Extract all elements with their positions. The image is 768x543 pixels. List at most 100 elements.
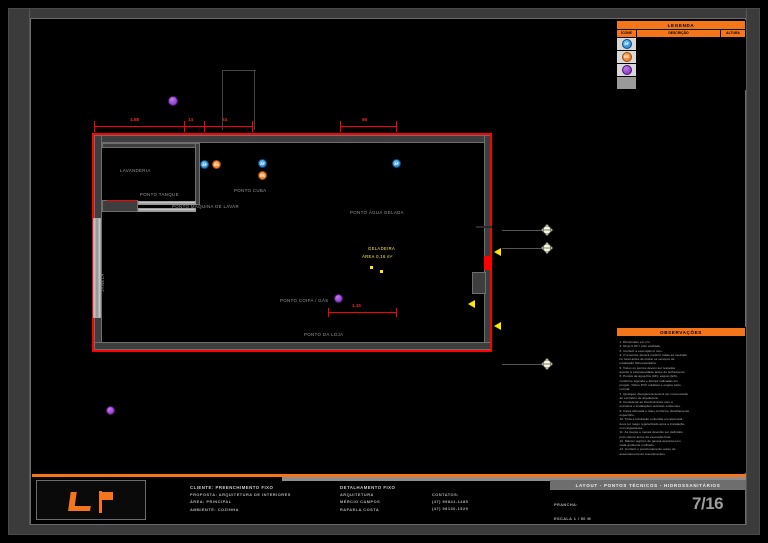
point-label: PONTO ÁGUA GELADA bbox=[350, 210, 404, 215]
laundry-fixture-1 bbox=[138, 201, 196, 205]
point-icon-label: ES bbox=[260, 173, 265, 178]
observation-line: quanto à estanqueidade antes do fechamen… bbox=[619, 370, 686, 375]
hydraulic-run-bottom bbox=[92, 350, 492, 352]
sheet-outer-border bbox=[8, 8, 760, 535]
dimension-tick bbox=[94, 121, 95, 132]
gas-point-icon[interactable] bbox=[334, 294, 343, 303]
floor-plan-canvas[interactable]: 1.58 14 64 65 bbox=[32, 20, 608, 470]
note-dot bbox=[370, 266, 373, 269]
dimension-line bbox=[94, 126, 184, 127]
dimension-line bbox=[204, 126, 252, 127]
detail-line: MÉRCIO CAMPOS bbox=[340, 499, 381, 505]
wall-bottom bbox=[94, 342, 492, 350]
legend-row[interactable] bbox=[616, 63, 746, 77]
plancha-label: PRANCHA: bbox=[554, 502, 578, 507]
legend-col-height: ALTURA bbox=[726, 31, 740, 36]
studio-logo-icon bbox=[68, 491, 113, 513]
observation-line: 6. Pontos de água fria (AF), esgoto (ES)… bbox=[619, 374, 678, 379]
dimension-value: 1.58 bbox=[130, 117, 139, 122]
wall-laundry-right bbox=[195, 143, 200, 205]
water-cold-icon: AF bbox=[621, 38, 632, 49]
observation-line: normal. bbox=[619, 387, 631, 392]
observation-line: 10. Toda a tubulação embutida em alvenar… bbox=[619, 417, 683, 422]
legend-icon-label: AF bbox=[624, 41, 629, 46]
logo-box bbox=[36, 480, 146, 520]
legend-icon-cell bbox=[617, 63, 637, 76]
projection-guide bbox=[254, 70, 255, 130]
legend-height-cell bbox=[721, 77, 745, 89]
observation-line: no local antes de iniciar os serviços de bbox=[619, 357, 675, 362]
client-line: ÁREA: PRINCIPAL bbox=[190, 499, 232, 505]
client-line: PROPOSTA: ARQUITETURA DE INTERIORES bbox=[190, 492, 291, 498]
detail-line: ARQUITETURA bbox=[340, 492, 374, 498]
legend-row[interactable]: AF bbox=[616, 37, 746, 51]
niche-shelf bbox=[476, 226, 492, 228]
observation-line: 8. Considerar as interferências com a bbox=[619, 400, 673, 405]
observation-line: cada ambiente molhado. bbox=[619, 443, 655, 448]
elevation-leader bbox=[502, 364, 546, 365]
sewage-icon[interactable]: ES bbox=[258, 171, 267, 180]
observations-body: 1. Dimensões em cm.2. Nível 0,00 = piso … bbox=[616, 337, 746, 473]
wall-top bbox=[94, 135, 492, 143]
sheet-title-bar: LAYOUT - PONTOS TÉCNICOS - HIDROSSANITÁR… bbox=[550, 480, 746, 490]
contact-line: (47) 98130-1529 bbox=[432, 506, 469, 512]
note-yellow-title: GELADEIRA bbox=[368, 246, 396, 251]
point-label: PONTO CUBA bbox=[234, 188, 267, 193]
sheet-inner-border bbox=[30, 18, 746, 525]
observation-line: 3. Conferir a execução in loco. bbox=[619, 348, 663, 353]
observation-line: com argamassa. bbox=[619, 425, 644, 430]
client-info-block: CLIENTE: PREENCHIMENTO FIXO PROPOSTA: AR… bbox=[190, 484, 291, 513]
hydraulic-run-right bbox=[490, 133, 492, 352]
dimension-value: 65 bbox=[362, 117, 368, 122]
contact-line: (47) 99841-1485 bbox=[432, 499, 469, 505]
hydraulic-run-left bbox=[92, 133, 94, 352]
legend-row[interactable]: ES bbox=[616, 50, 746, 64]
observations-title: OBSERVAÇÕES bbox=[616, 327, 746, 337]
point-label: PONTO DA LOJA bbox=[304, 332, 344, 337]
water-cold-icon[interactable]: AF bbox=[392, 159, 401, 168]
frame-band-right bbox=[746, 8, 760, 535]
elevation-marker-icon[interactable] bbox=[540, 224, 554, 236]
legend-col-icon: ÍCONE bbox=[617, 30, 637, 37]
legend-col-description: DESCRIÇÃO bbox=[637, 30, 721, 37]
observation-line: estrutura e instalações elétricas existe… bbox=[619, 404, 681, 409]
dimension-tick bbox=[328, 308, 329, 317]
point-icon-label: AF bbox=[394, 161, 399, 166]
window-label: JANELA bbox=[100, 273, 105, 292]
water-cold-icon[interactable]: AF bbox=[258, 159, 267, 168]
observation-line: 9. Caixa sifonada e ralos conforme detal… bbox=[619, 408, 690, 413]
elevation-marker-icon[interactable] bbox=[540, 358, 554, 370]
legend-description-cell bbox=[637, 63, 721, 76]
hydraulic-run-top bbox=[94, 133, 492, 135]
sewage-icon[interactable]: ES bbox=[212, 160, 221, 169]
observation-line: pelo cliente antes da execução final. bbox=[619, 434, 672, 439]
legend-icon-cell bbox=[617, 76, 637, 89]
point-label: PONTO TANQUE bbox=[140, 192, 179, 197]
frame-band-left bbox=[8, 8, 30, 535]
observation-line: 11. As louças e metais deverão ser defin… bbox=[619, 430, 683, 435]
dimension-line bbox=[184, 126, 204, 127]
legend-row[interactable] bbox=[616, 76, 746, 90]
legend-icon-cell: AF bbox=[617, 37, 637, 50]
dimension-tick bbox=[340, 121, 341, 132]
note-dot bbox=[380, 270, 383, 273]
legend-height-cell bbox=[721, 51, 745, 63]
dimension-tick bbox=[396, 121, 397, 132]
view-direction-arrow bbox=[494, 322, 501, 330]
dimension-tick bbox=[396, 308, 397, 317]
elevation-marker-icon[interactable] bbox=[540, 242, 554, 254]
observation-line: deve ter rasgo regularizado após a insta… bbox=[619, 421, 686, 426]
dimension-line bbox=[340, 126, 396, 127]
projection-guide bbox=[222, 70, 256, 71]
client-line: CLIENTE: PREENCHIMENTO FIXO bbox=[190, 485, 274, 490]
gas-point-icon bbox=[621, 64, 632, 75]
gas-point-icon[interactable] bbox=[168, 96, 178, 106]
frame-band-top bbox=[8, 8, 760, 18]
dimension-line bbox=[328, 312, 396, 313]
water-cold-icon[interactable]: AF bbox=[200, 160, 209, 169]
gas-point-icon[interactable] bbox=[106, 406, 115, 415]
observation-line: 12. Manter registro de gaveta acessível … bbox=[619, 438, 681, 443]
elevation-leader bbox=[502, 230, 546, 231]
riser-marker bbox=[484, 256, 492, 270]
